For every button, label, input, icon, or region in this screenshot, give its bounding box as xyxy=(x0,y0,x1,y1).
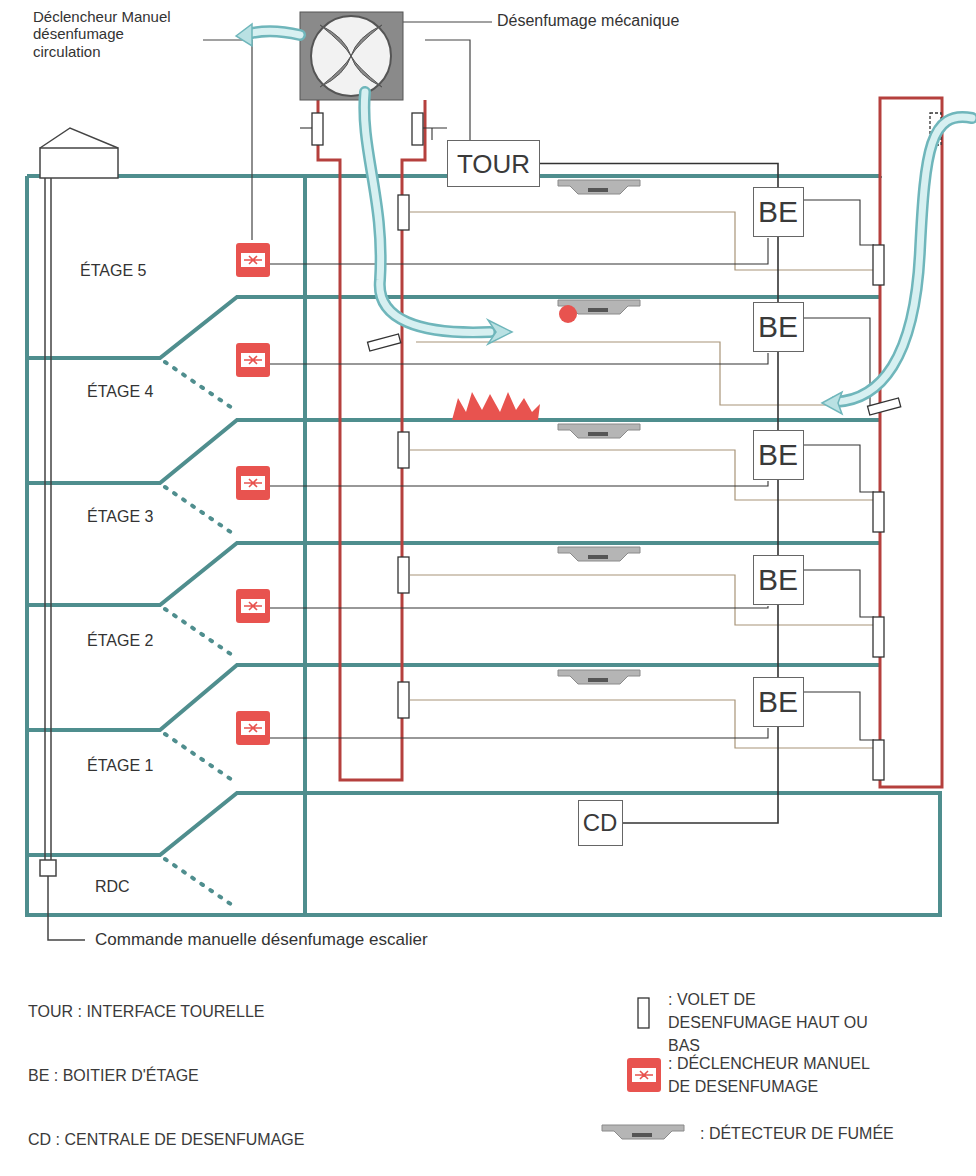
legend-entry: TOUR : INTERFACE TOURELLE xyxy=(28,1000,408,1023)
floor-box: BE xyxy=(753,302,804,352)
bus-connector xyxy=(540,164,778,188)
floor-box: BE xyxy=(753,555,804,605)
legend-entry: BE : BOITIER D'ÉTAGE xyxy=(28,1064,408,1087)
fire xyxy=(452,392,540,420)
box-label: BE xyxy=(758,312,798,342)
damper-wires xyxy=(410,212,874,748)
floor-label: ÉTAGE 2 xyxy=(87,632,207,650)
control-panel-box: CD xyxy=(578,800,623,846)
smoke-dampers xyxy=(312,113,941,780)
bus-connector xyxy=(778,480,779,555)
bus-connector xyxy=(623,727,779,823)
control-wires xyxy=(270,128,874,740)
airflow-heads xyxy=(236,24,842,414)
box-label: CD xyxy=(583,811,618,835)
floor-box: BE xyxy=(753,187,804,237)
callout-label: Déclencheur Manuel désenfumage circulati… xyxy=(33,8,193,60)
callout-label: Désenfumage mécanique xyxy=(497,12,757,30)
box-label: BE xyxy=(758,565,798,595)
legend-entry: CD : CENTRALE DE DESENFUMAGE xyxy=(28,1128,408,1151)
box-label: TOUR xyxy=(457,151,530,177)
building-walls xyxy=(27,176,940,915)
box-label: BE xyxy=(758,440,798,470)
floor-label: RDC xyxy=(95,878,175,896)
airflow-arrows xyxy=(248,31,972,402)
floor-label: ÉTAGE 3 xyxy=(87,508,207,526)
callout-label: Commande manuelle désenfumage escalier xyxy=(95,930,515,950)
supply-shaft xyxy=(880,98,942,787)
alarm-indicator xyxy=(559,305,577,323)
floor-label: ÉTAGE 4 xyxy=(87,383,207,401)
legend-entry: : DÉTECTEUR DE FUMÉE xyxy=(700,1122,950,1145)
legend-entry: : VOLET DE DESENFUMAGE HAUT OU BAS xyxy=(668,988,883,1058)
floor-label: ÉTAGE 5 xyxy=(80,262,200,280)
extraction-fan xyxy=(300,12,403,100)
box-label: BE xyxy=(758,197,798,227)
bus-connector xyxy=(778,352,779,430)
tower-interface-box: TOUR xyxy=(447,140,540,187)
floor-box: BE xyxy=(753,430,804,480)
stair-steps xyxy=(165,362,235,907)
floor-box: BE xyxy=(753,677,804,727)
bus-connector xyxy=(778,237,779,302)
stair-vent xyxy=(40,128,118,940)
legend-entry: : DÉCLENCHEUR MANUEL DE DESENFUMAGE xyxy=(668,1052,883,1098)
floor-label: ÉTAGE 1 xyxy=(87,757,207,775)
box-label: BE xyxy=(758,687,798,717)
bus-connector xyxy=(778,605,779,677)
